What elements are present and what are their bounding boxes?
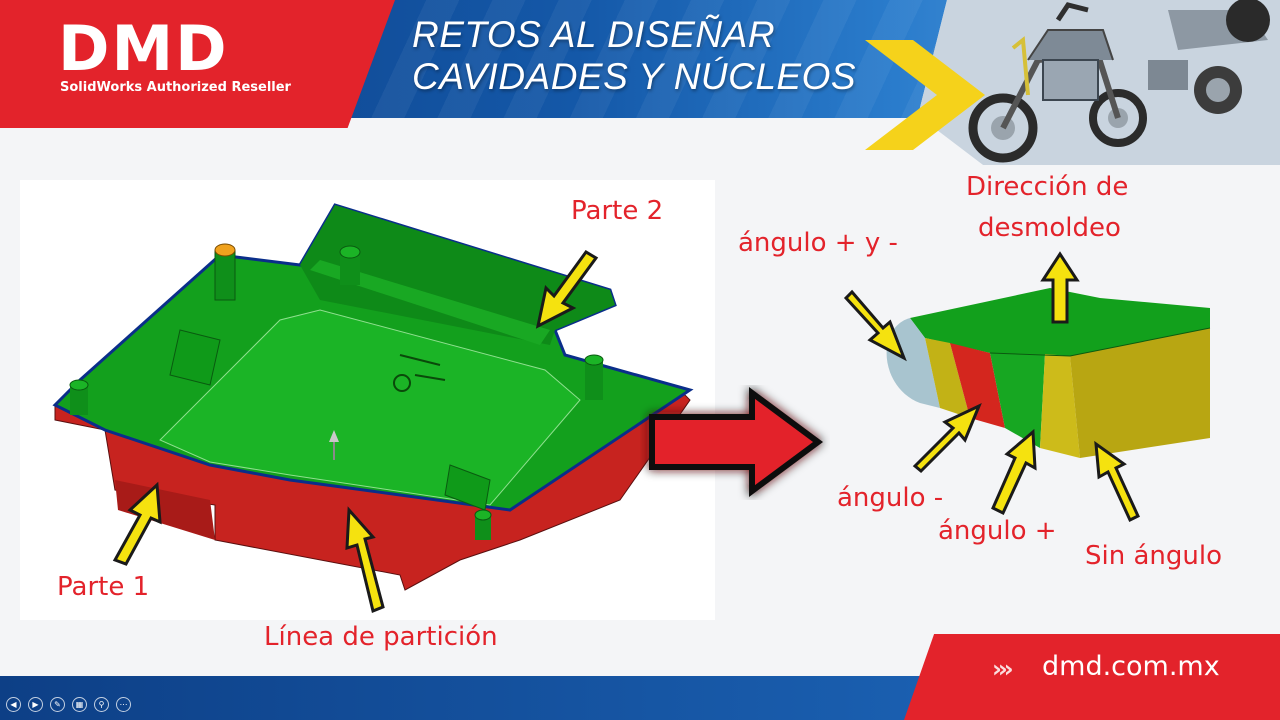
zoom-icon[interactable]: ⚲ [94,697,109,712]
next-icon[interactable]: ▶ [28,697,43,712]
more-icon[interactable]: ⋯ [116,697,131,712]
arrow-angulo-plus [991,428,1037,516]
footer-band [0,676,920,720]
prev-icon[interactable]: ◀ [6,697,21,712]
label-parte1: Parte 1 [57,572,150,602]
label-direccion-line2: desmoldeo [978,213,1121,243]
slide-title-line1: RETOS AL DISEÑAR [412,14,776,55]
arrow-linea-particion [345,506,385,614]
arrow-sin-angulo [1094,440,1140,523]
label-sin-angulo: Sin ángulo [1085,541,1222,571]
label-direccion-line1: Dirección de [966,172,1129,202]
label-linea-particion: Línea de partición [264,622,498,652]
logo-wordmark: DMD [58,12,229,85]
arrow-angulo-minus [912,402,982,474]
slides-icon[interactable]: ▦ [72,697,87,712]
label-parte2: Parte 2 [571,196,664,226]
arrow-parte1 [112,481,162,566]
slideshow-controls: ◀ ▶ ✎ ▦ ⚲ ⋯ [6,697,131,712]
draft-analysis-block [886,288,1211,458]
arrow-desmoldeo [1040,251,1080,324]
pen-icon[interactable]: ✎ [50,697,65,712]
slide-title-line2: CAVIDADES Y NÚCLEOS [412,56,857,97]
arrow-parte2 [535,250,599,329]
motorcycle-image [918,0,1280,165]
website-url: dmd.com.mx [1042,651,1220,682]
logo-tagline: SolidWorks Authorized Reseller [60,80,291,95]
label-angulo-minus: ángulo - [837,483,944,513]
label-angulo-pm: ángulo + y - [738,228,898,258]
label-angulo-plus: ángulo + [938,516,1057,546]
cad-part-image [20,180,715,620]
arrow-angulo-pm [843,289,907,362]
chevrons-icon: ››› [992,655,1014,683]
dmd-logo-block: DMD SolidWorks Authorized Reseller [0,0,395,128]
transition-arrow [649,387,824,497]
footer-url-block [904,634,1280,720]
